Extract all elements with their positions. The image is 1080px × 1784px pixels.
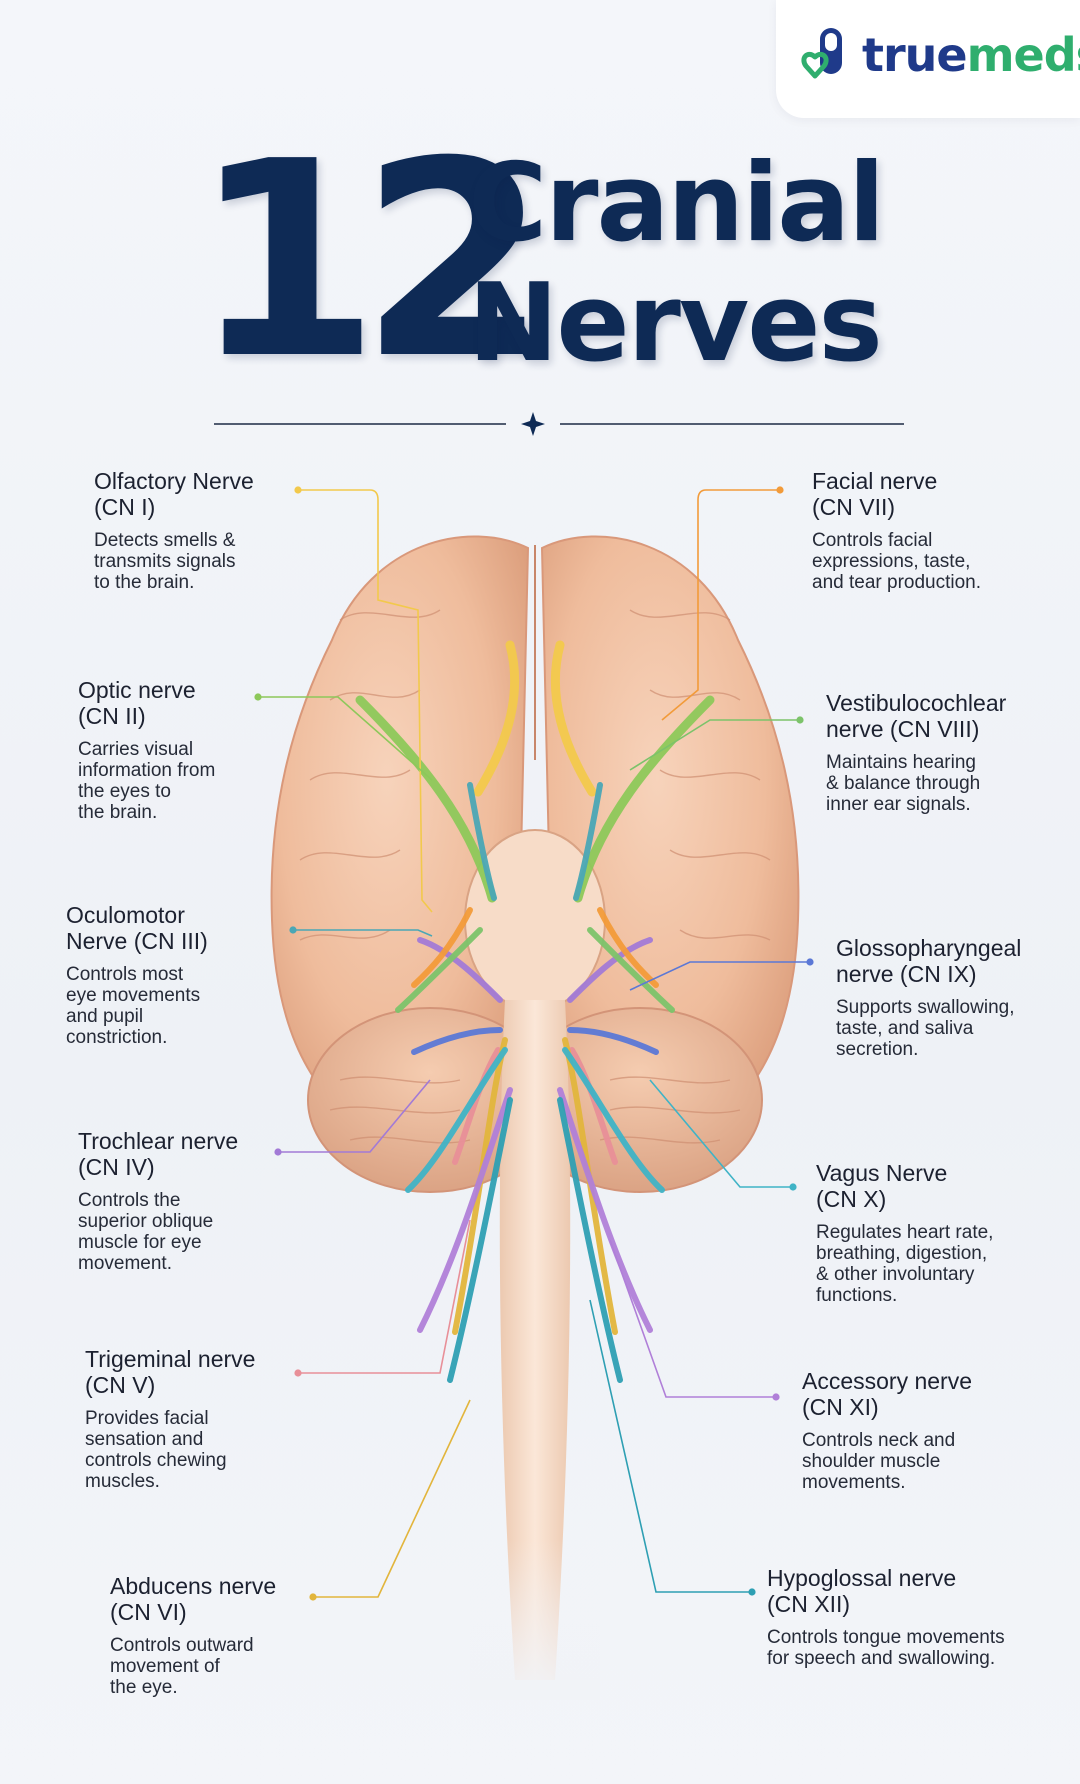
- leader-line-cn-7: [661, 489, 780, 721]
- nerve-name-cn-12: Hypoglossal nerve (CN XII): [767, 1565, 957, 1617]
- leader-line-cn-9: [629, 961, 810, 991]
- nerve-desc-cn-6: Controls outward movement of the eye.: [110, 1635, 254, 1698]
- leader-dot-cn-4: [274, 1148, 282, 1156]
- nerve-branch-cn-12-b: [447, 1097, 513, 1383]
- leader-dot-cn-1: [294, 486, 302, 494]
- leader-line-cn-12: [589, 1299, 752, 1593]
- leader-line-cn-2: [258, 696, 433, 781]
- nerve-branch-cn-5-a: [452, 1047, 501, 1165]
- leader-line-cn-11: [609, 1239, 776, 1398]
- leader-lines: [254, 486, 814, 1601]
- nerve-label-cn-2: Optic nerve (CN II) Carries visual inform…: [78, 677, 348, 823]
- brand-wordmark: truemeds: [862, 32, 1080, 78]
- leader-dot-cn-11: [772, 1393, 780, 1401]
- title-line1: Cranial: [468, 141, 885, 266]
- leader-line-cn-3: [293, 929, 433, 937]
- nerve-name-cn-1: Olfactory Nerve (CN I): [94, 468, 254, 520]
- nerve-desc-cn-2: Carries visual information from the eyes…: [78, 739, 216, 823]
- nerve-branch-cn-8-b: [395, 927, 483, 1013]
- nerve-branch-cn-4-a: [417, 937, 503, 1003]
- nerve-name-cn-11: Accessory nerve (CN XI): [802, 1368, 973, 1420]
- title-line2: Nerves: [468, 261, 883, 386]
- leader-dot-cn-7: [776, 486, 784, 494]
- leader-line-cn-1: [298, 489, 433, 913]
- nerve-branch-cn-11-a: [557, 1087, 653, 1333]
- nerve-branch-cn-10-b: [405, 1047, 508, 1193]
- nerve-label-cn-7: Facial nerve (CN VII) Controls facial exp…: [812, 468, 1080, 593]
- brainstem: [499, 1000, 571, 1680]
- nerve-branch-cn-9-b: [411, 1027, 503, 1055]
- nerve-desc-cn-5: Provides facial sensation and controls c…: [85, 1408, 227, 1492]
- leader-line-cn-10: [649, 1079, 793, 1188]
- leader-dot-cn-12: [748, 1588, 756, 1596]
- nerve-desc-cn-1: Detects smells & transmits signals to th…: [94, 530, 236, 593]
- nerve-branch-cn-7-b: [411, 907, 473, 988]
- nerve-name-cn-3: Oculomotor Nerve (CN III): [66, 902, 208, 954]
- brain-illustration: [270, 535, 800, 1700]
- nerve-branch-cn-12-a: [557, 1097, 623, 1383]
- nerve-branch-cn-1-b: [550, 640, 597, 797]
- leader-dot-cn-2: [254, 693, 262, 701]
- nerve-name-cn-2: Optic nerve (CN II): [78, 677, 196, 729]
- leader-dot-cn-6: [309, 1593, 317, 1601]
- leader-dot-cn-8: [796, 716, 804, 724]
- nerve-branch-cn-9-a: [567, 1027, 659, 1055]
- nerve-branch-cn-4-b: [567, 937, 653, 1003]
- leader-line-cn-8: [629, 719, 800, 771]
- nerve-label-cn-5: Trigeminal nerve (CN V) Provides facial s…: [85, 1346, 355, 1492]
- nerve-branch-cn-5-b: [569, 1047, 618, 1165]
- nerve-name-cn-8: Vestibulocochlear nerve (CN VIII): [826, 690, 1007, 742]
- leader-dot-cn-5: [294, 1369, 302, 1377]
- nerve-label-cn-8: Vestibulocochlear nerve (CN VIII) Maintai…: [826, 690, 1080, 815]
- brand-name-part2: meds: [966, 28, 1080, 82]
- nerve-name-cn-10: Vagus Nerve (CN X): [816, 1160, 948, 1212]
- title-number: 12: [192, 103, 548, 418]
- nerve-branch-cn-3-a: [467, 782, 497, 901]
- nerve-branch-cn-6-b: [562, 1037, 618, 1335]
- nerve-label-cn-4: Trochlear nerve (CN IV) Controls the supe…: [78, 1128, 348, 1274]
- nerve-label-cn-11: Accessory nerve (CN XI) Controls neck and…: [802, 1368, 1072, 1493]
- four-point-star-icon: [521, 412, 545, 436]
- nerve-name-cn-4: Trochlear nerve (CN IV): [78, 1128, 239, 1180]
- nerve-label-cn-6: Abducens nerve (CN VI) Controls outward m…: [110, 1573, 380, 1698]
- nerve-branch-cn-10-a: [562, 1047, 665, 1193]
- nerve-name-cn-9: Glossopharyngeal nerve (CN IX): [836, 935, 1022, 987]
- nerve-branch-cn-11-b: [417, 1087, 513, 1333]
- leader-dot-cn-3: [289, 926, 297, 934]
- nerve-branch-cn-6-a: [452, 1037, 508, 1335]
- nerve-branch-cn-2-b: [573, 695, 715, 903]
- nerve-label-cn-9: Glossopharyngeal nerve (CN IX) Supports s…: [836, 935, 1080, 1060]
- nerve-desc-cn-11: Controls neck and shoulder muscle moveme…: [802, 1430, 956, 1493]
- nerve-label-cn-3: Oculomotor Nerve (CN III) Controls most e…: [66, 902, 336, 1048]
- nerve-desc-cn-4: Controls the superior oblique muscle for…: [78, 1190, 214, 1274]
- leader-dot-cn-10: [789, 1183, 797, 1191]
- nerve-label-cn-1: Olfactory Nerve (CN I) Detects smells & t…: [94, 468, 364, 593]
- nerve-name-cn-7: Facial nerve (CN VII): [812, 468, 938, 520]
- nerve-desc-cn-7: Controls facial expressions, taste, and …: [812, 530, 982, 593]
- nerve-desc-cn-10: Regulates heart rate, breathing, digesti…: [816, 1222, 994, 1306]
- nerve-name-cn-5: Trigeminal nerve (CN V): [85, 1346, 256, 1398]
- nerve-name-cn-6: Abducens nerve (CN VI): [110, 1573, 277, 1625]
- nerve-branches: [355, 640, 715, 1383]
- nerve-label-cn-12: Hypoglossal nerve (CN XII) Controls tongu…: [767, 1565, 1037, 1669]
- title-divider: [214, 412, 904, 436]
- nerve-desc-cn-8: Maintains hearing & balance through inne…: [826, 752, 981, 815]
- nerve-branch-cn-3-b: [573, 782, 603, 901]
- nerve-branch-cn-8-a: [587, 927, 675, 1013]
- brand-name-part1: true: [862, 28, 968, 82]
- leader-line-cn-4: [278, 1079, 431, 1153]
- leader-dot-cn-9: [806, 958, 814, 966]
- nerve-branch-cn-2-a: [355, 695, 497, 903]
- brand-logo[interactable]: truemeds: [776, 0, 1080, 118]
- capsule-heart-icon: [801, 28, 842, 79]
- leader-line-cn-5: [298, 1219, 471, 1374]
- nerve-desc-cn-9: Supports swallowing, taste, and saliva s…: [836, 997, 1015, 1060]
- nerve-desc-cn-3: Controls most eye movements and pupil co…: [66, 964, 201, 1048]
- nerve-branch-cn-1-a: [473, 640, 520, 797]
- leader-line-cn-6: [313, 1399, 471, 1598]
- nerve-desc-cn-12: Controls tongue movements for speech and…: [767, 1627, 1005, 1669]
- nerve-label-cn-10: Vagus Nerve (CN X) Regulates heart rate, …: [816, 1160, 1080, 1306]
